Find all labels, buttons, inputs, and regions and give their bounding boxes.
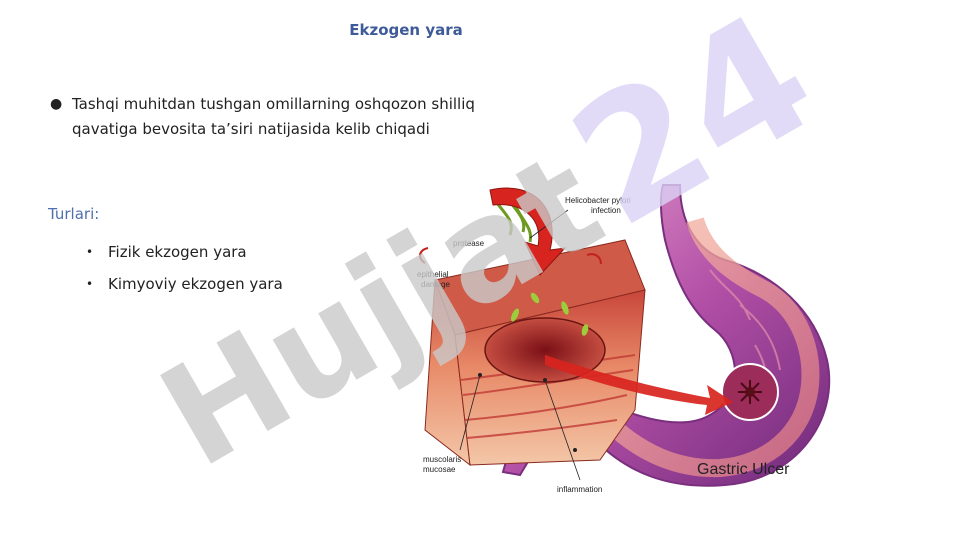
bullet-dot-icon: • <box>86 277 94 291</box>
gastric-ulcer-illustration: Helicobacter pylori infection protease e… <box>417 184 831 494</box>
label-muscolaris: muscolaris <box>423 455 461 464</box>
label-infection: infection <box>591 206 621 215</box>
bullet-dot-icon: • <box>86 245 94 259</box>
list-item: • Kimyoviy ekzogen yara <box>86 274 283 306</box>
main-bullet-text: Tashqi muhitdan tushgan omillarning oshq… <box>72 95 475 138</box>
label-epithelial: epithelial <box>417 270 449 279</box>
label-damage: damage <box>421 280 450 289</box>
types-heading: Turlari: <box>48 205 100 223</box>
infection-arrow <box>489 187 567 276</box>
types-list: • Fizik ekzogen yara • Kimyoviy ekzogen … <box>86 242 283 306</box>
type-label: Kimyoviy ekzogen yara <box>108 275 283 293</box>
slide-title: Ekzogen yara <box>349 21 463 39</box>
stomach-inner <box>611 217 820 478</box>
main-bullet: ● Tashqi muhitdan tushgan omillarning os… <box>50 92 480 141</box>
ulcer-pointer-arrow <box>545 355 733 415</box>
list-item: • Fizik ekzogen yara <box>86 242 283 274</box>
type-label: Fizik ekzogen yara <box>108 243 247 261</box>
bullet-dot-icon: ● <box>50 96 63 112</box>
label-helicobacter: Helicobacter pylori <box>565 196 631 205</box>
label-mucosae: mucosae <box>423 465 456 474</box>
label-protease: protease <box>453 239 485 248</box>
label-gastric-ulcer: Gastric Ulcer <box>697 461 790 478</box>
label-inflammation: inflammation <box>557 485 602 494</box>
